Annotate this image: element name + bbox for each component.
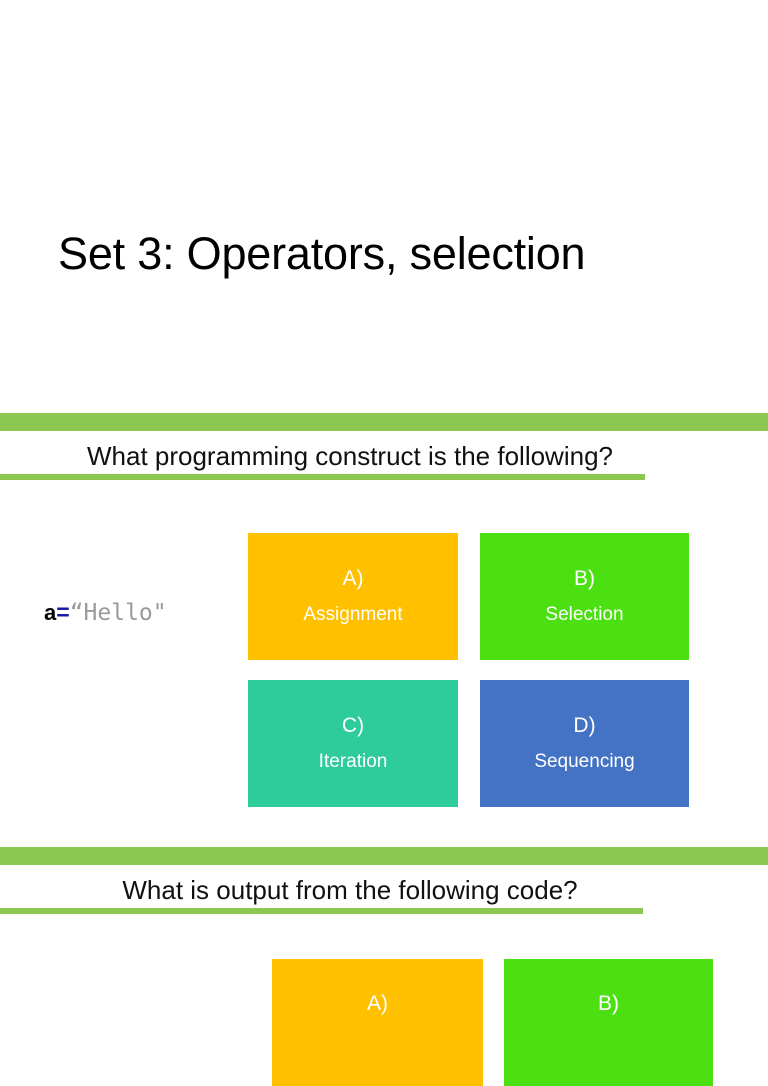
question-1-option-d[interactable]: D) Sequencing (480, 680, 689, 807)
code-token-variable: a (44, 600, 57, 625)
page-title: Set 3: Operators, selection (58, 228, 586, 279)
question-1-heading: What programming construct is the follow… (86, 441, 613, 471)
code-token-string: “Hello" (69, 600, 167, 626)
option-letter: C) (341, 713, 365, 737)
option-letter: B) (574, 566, 595, 590)
question-1-option-b[interactable]: B) Selection (480, 533, 689, 660)
code-snippet-question-1: a=“Hello" (44, 598, 167, 627)
question-2-underline-rule (0, 908, 643, 914)
accent-top-bar (0, 847, 768, 865)
option-label: Sequencing (534, 750, 635, 772)
accent-top-bar (0, 413, 768, 431)
question-1-option-c[interactable]: C) Iteration (248, 680, 458, 807)
question-slide-2: What is output from the following code? (0, 847, 768, 1024)
option-letter: B) (598, 992, 619, 1015)
title-slide: Set 3: Operators, selection (0, 0, 768, 413)
option-letter: A) (342, 566, 364, 590)
question-2-option-a[interactable]: A) (272, 959, 483, 1086)
option-label: Iteration (318, 750, 388, 772)
option-letter: D) (573, 713, 596, 737)
code-token-operator: = (56, 599, 70, 625)
question-2-heading: What is output from the following code? (122, 875, 578, 905)
question-2-option-b[interactable]: B) (504, 959, 713, 1086)
option-letter: A) (367, 992, 388, 1015)
option-label: Assignment (303, 603, 403, 625)
question-1-option-a[interactable]: A) Assignment (248, 533, 458, 660)
question-1-underline-rule (0, 474, 645, 480)
option-label: Selection (545, 603, 624, 625)
